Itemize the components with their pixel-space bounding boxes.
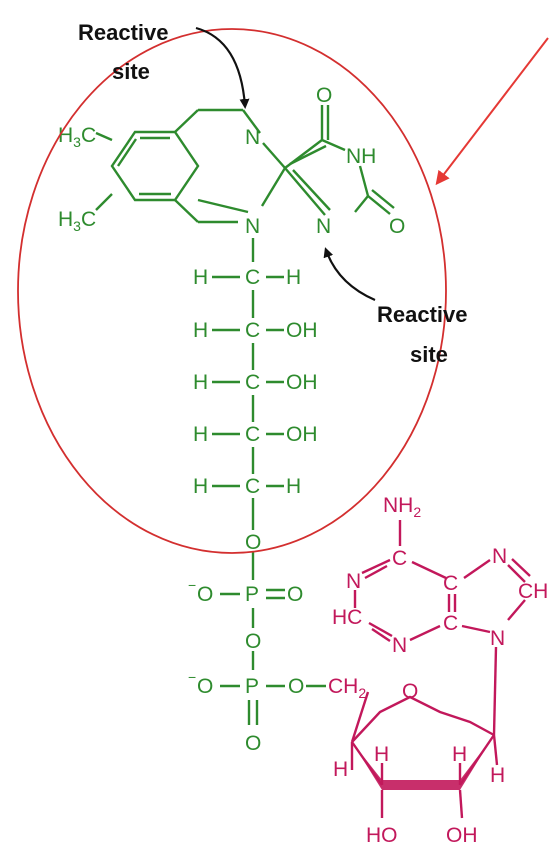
phosphate-o-double-1: O (287, 583, 303, 606)
ribose-h3-label: H (452, 743, 467, 766)
adenine-c4-label: C (443, 612, 458, 635)
phosphate-o-bottom-2: O (245, 732, 261, 755)
adenine-c6-label: C (392, 547, 407, 570)
phosphate-p1: P (245, 583, 259, 606)
right-reactive-label-line1: Reactive (377, 302, 468, 327)
phosphate-link-o1: O (245, 531, 261, 554)
adenine-bonds (353, 520, 531, 736)
n10-label: N (245, 215, 260, 238)
ribose-oh-label: OH (446, 824, 478, 847)
top-reactive-arrow (195, 26, 250, 109)
phosphate-p2: P (245, 675, 259, 698)
ribityl-labels: H C H H C OH H C OH H C OH H C H (193, 266, 318, 498)
ribityl-row-4-center: C (245, 423, 260, 446)
phosphate-o-left-1: O (197, 583, 213, 606)
ribose-h4-label: H (490, 764, 505, 787)
top-reactive-label-line2: site (112, 59, 150, 84)
ribose-h2-label: H (374, 743, 389, 766)
ribityl-row-3-center: C (245, 371, 260, 394)
phosphate-o-left-2: O (197, 675, 213, 698)
phosphate-minus-2: − (188, 669, 196, 685)
adenosine-labels: CH2 NH2 C N C N CH HC N C N O H H H H HO… (328, 494, 548, 847)
phosphate-minus-1: − (188, 577, 196, 593)
right-reactive-arrow (323, 247, 376, 302)
ribityl-row-5-left: H (193, 475, 208, 498)
flavin-labels: H3C H3C N N N NH O O (58, 84, 405, 238)
ribityl-row-1-left: H (193, 266, 208, 289)
adenine-n1-label: N (346, 570, 361, 593)
ribityl-row-2-center: C (245, 319, 260, 342)
ribityl-row-5-right: H (286, 475, 301, 498)
flavin-bonds (95, 105, 395, 262)
n5-label: N (245, 126, 260, 149)
ch2-label: CH2 (328, 675, 366, 701)
ribityl-row-2-right: OH (286, 319, 318, 342)
phosphate-labels: O − O P O O − O P O O (188, 531, 304, 755)
adenine-c5-label: C (443, 572, 458, 595)
ribityl-row-4-left: H (193, 423, 208, 446)
adenine-n3-label: N (392, 634, 407, 657)
methyl-top-label: H3C (58, 124, 96, 150)
ribityl-row-1-right: H (286, 266, 301, 289)
ribityl-row-5-center: C (245, 475, 260, 498)
ribose-o-label: O (402, 680, 418, 703)
methyl-bottom-label: H3C (58, 208, 96, 234)
adenine-hc2-label: HC (332, 606, 362, 629)
adenine-c8h-label: CH (518, 580, 548, 603)
phosphate-bonds (220, 552, 326, 725)
ribose-ho-label: HO (366, 824, 398, 847)
adenine-n9-label: N (490, 627, 505, 650)
right-reactive-label-line2: site (410, 342, 448, 367)
top-reactive-label-line1: Reactive (78, 20, 169, 45)
ribityl-row-3-right: OH (286, 371, 318, 394)
reactive-region-circle (17, 28, 447, 554)
ribityl-row-4-right: OH (286, 423, 318, 446)
adenine-n7-label: N (492, 545, 507, 568)
ribityl-row-3-left: H (193, 371, 208, 394)
ribityl-row-1-center: C (245, 266, 260, 289)
ribityl-row-2-left: H (193, 319, 208, 342)
n3h-label: NH (346, 145, 376, 168)
o4-label: O (316, 84, 332, 107)
n1-label: N (316, 215, 331, 238)
o2-label: O (389, 215, 405, 238)
phosphate-link-o2: O (245, 630, 261, 653)
red-pointer-arrow (435, 37, 549, 186)
phosphate-o-right-2: O (288, 675, 304, 698)
nh2-label: NH2 (383, 494, 421, 520)
ribose-h1-label: H (333, 758, 348, 781)
ribityl-chain (212, 275, 284, 530)
